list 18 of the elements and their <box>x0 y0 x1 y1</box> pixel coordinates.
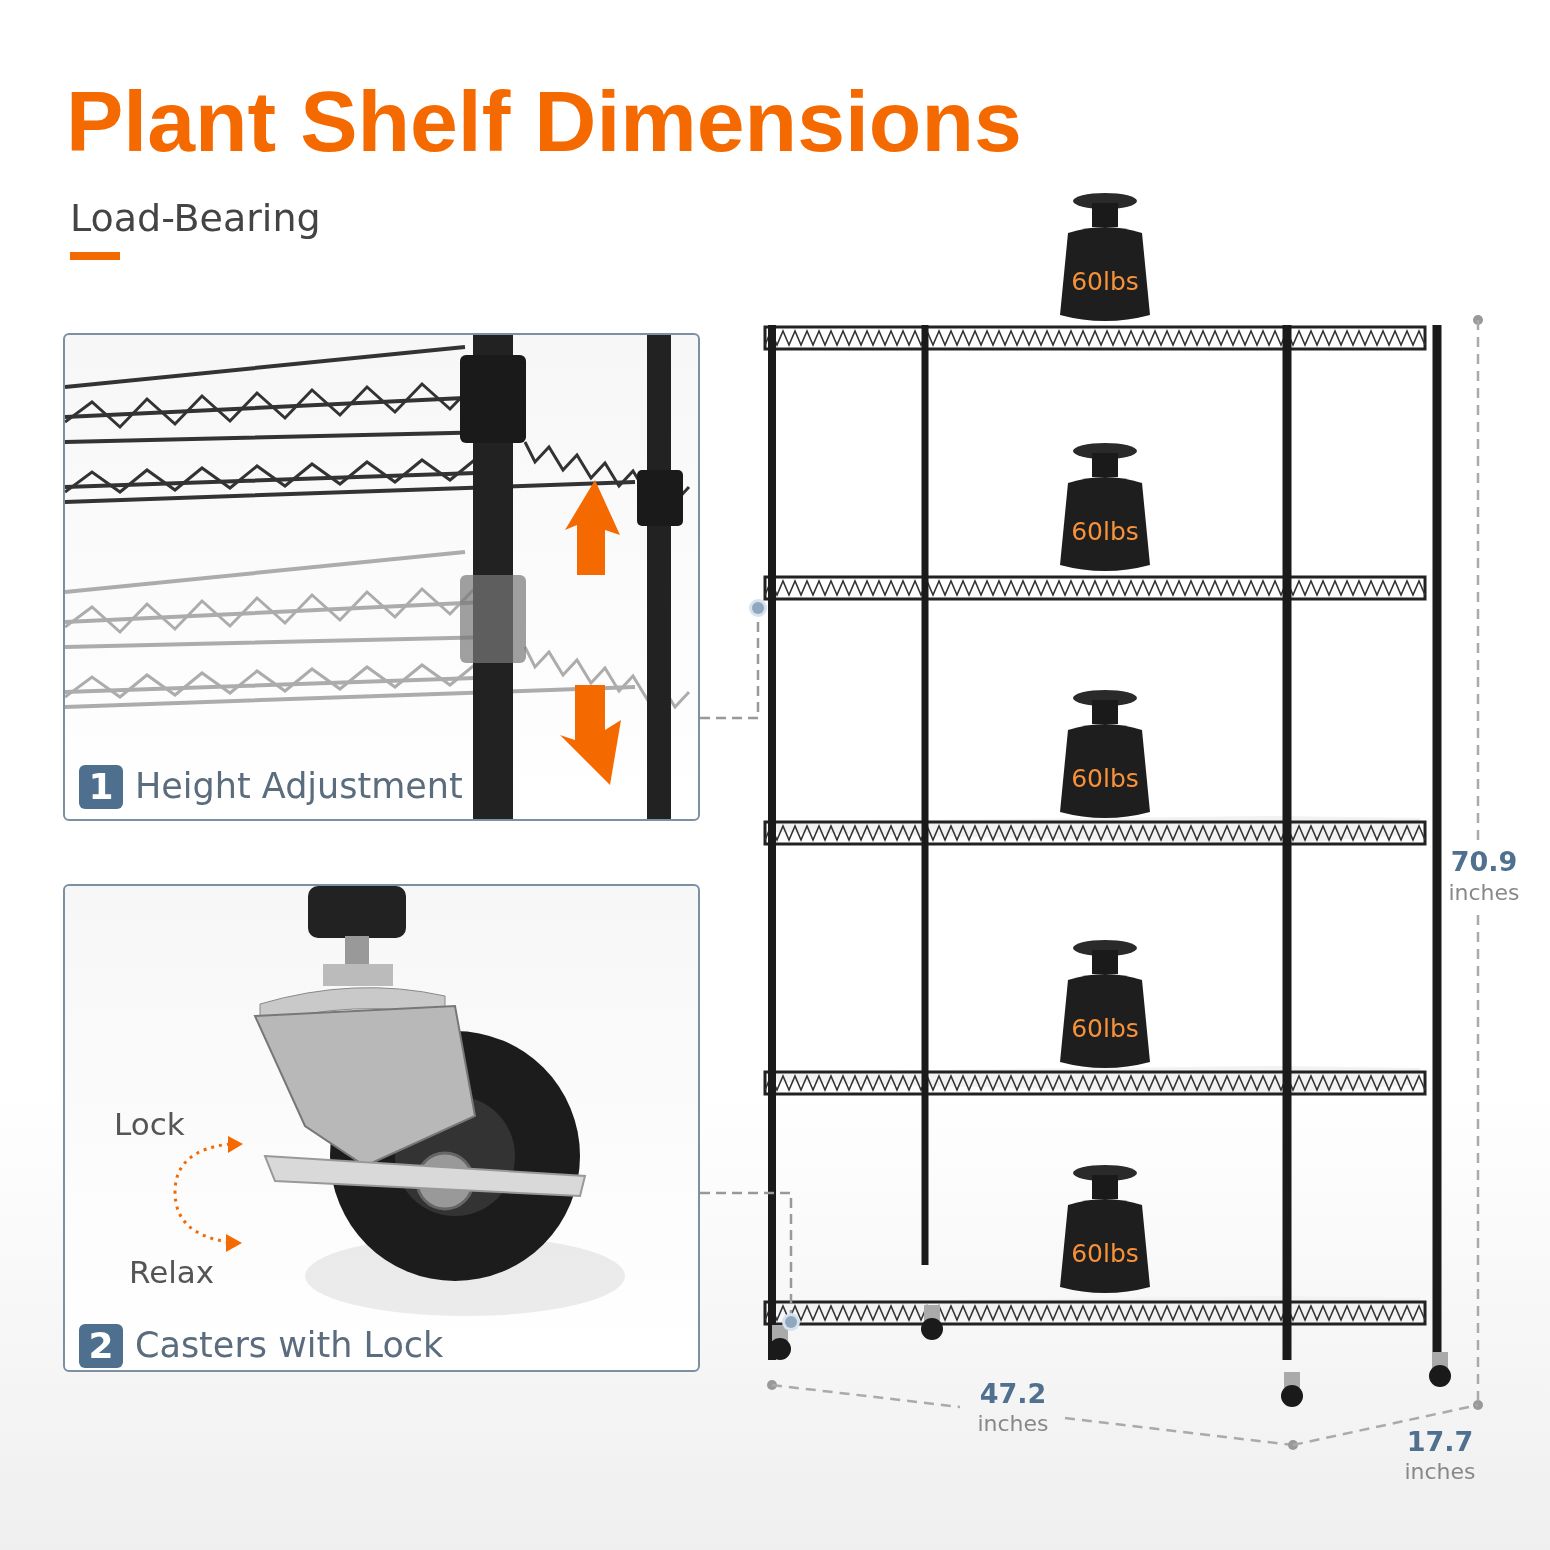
number-badge: 1 <box>79 765 123 809</box>
number-badge: 2 <box>79 1324 123 1368</box>
subtitle: Load-Bearing <box>70 196 321 240</box>
dimension-unit: inches <box>1447 880 1521 905</box>
dimension-unit: inches <box>1403 1459 1477 1484</box>
state-label: Relax <box>129 1254 215 1290</box>
leader-line <box>700 1191 793 1316</box>
feature-caption: Height Adjustment <box>135 766 463 806</box>
title: Plant Shelf Dimensions <box>66 72 1022 171</box>
marker-dot <box>785 1316 797 1328</box>
dimension-value: 70.9 <box>1449 846 1519 877</box>
dimension-value: 47.2 <box>978 1378 1048 1409</box>
feature-panel <box>63 884 700 1372</box>
marker-dot <box>752 602 764 614</box>
feature-caption: Casters with Lock <box>135 1325 444 1365</box>
dimension-unit: inches <box>976 1411 1050 1436</box>
state-label: Lock <box>114 1106 185 1142</box>
dimension-value: 17.7 <box>1405 1426 1475 1457</box>
